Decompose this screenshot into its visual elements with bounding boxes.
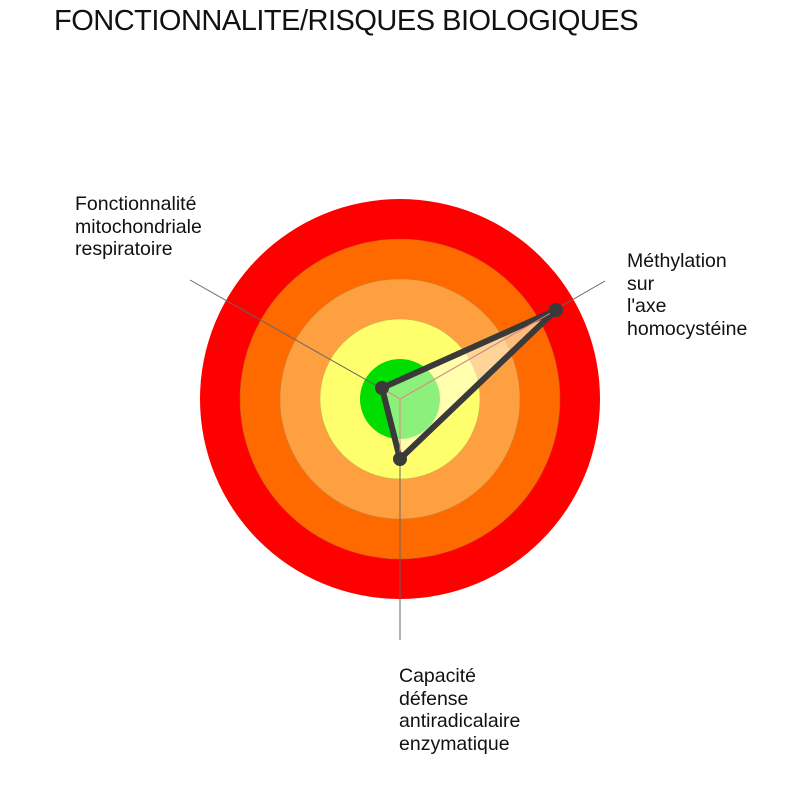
chart-title: FONCTIONNALITE/RISQUES BIOLOGIQUES xyxy=(54,5,639,37)
axis-label-capacite: Capacité défense antiradicalaire enzymat… xyxy=(399,665,521,755)
axis-label-mitochondrial: Fonctionnalité mitochondriale respiratoi… xyxy=(75,193,202,260)
data-points xyxy=(375,303,563,466)
axis-line-mitochondrial xyxy=(189,279,401,400)
point-methylation xyxy=(549,303,563,317)
point-capacite xyxy=(393,452,407,466)
axis-label-methylation: Méthylation sur l'axe homocystéine xyxy=(627,250,748,340)
point-mitochondrial xyxy=(375,381,389,395)
score-polygon xyxy=(379,307,559,462)
